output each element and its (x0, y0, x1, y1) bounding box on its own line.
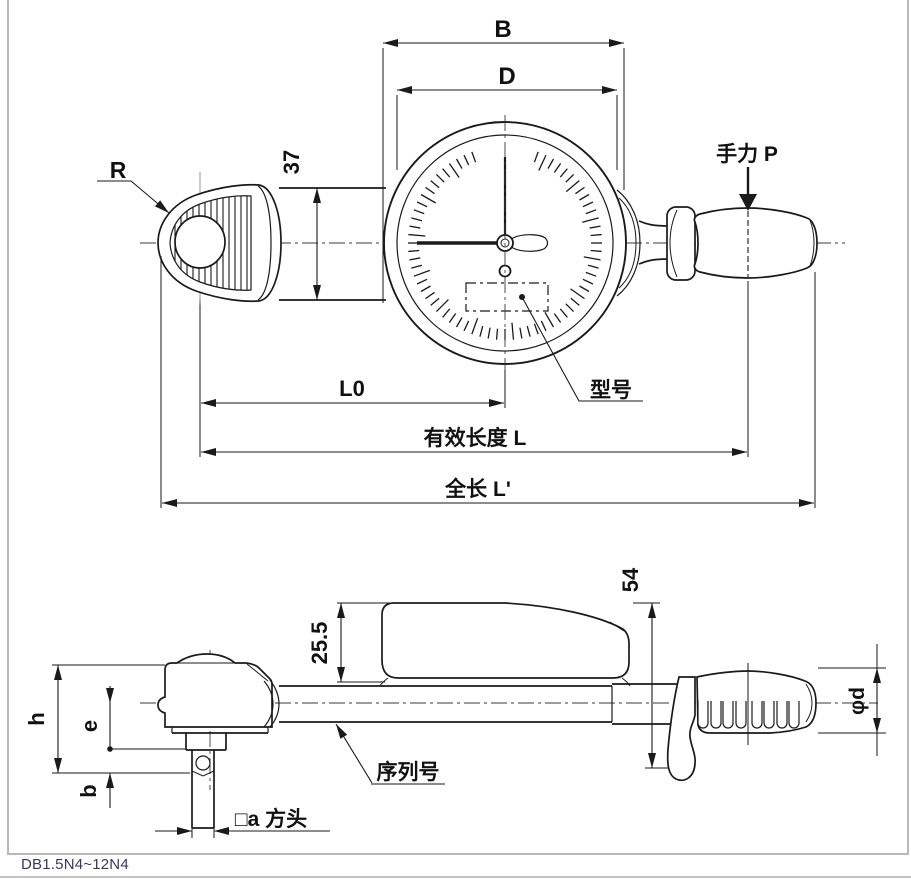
page-border-left (7, 0, 9, 854)
dim-54-label: 54 (618, 567, 643, 592)
model-callout: 型号 (519, 294, 643, 402)
dial (383, 115, 627, 370)
dim-B-label: B (494, 16, 511, 43)
dim-D-label: D (498, 63, 515, 90)
top-view: R 37 型号 (97, 16, 845, 508)
dim-effective-length: 有效长度 L (201, 426, 747, 456)
technical-drawing: R 37 型号 (24, 16, 886, 838)
shaft (279, 683, 678, 725)
model-plate-area (465, 282, 549, 312)
serial-label: 序列号 (377, 760, 440, 784)
handle-grip (693, 207, 818, 279)
handle-collar (666, 206, 696, 281)
side-view: h e b □a 方头 (24, 567, 886, 838)
dim-e-label: e (77, 720, 102, 732)
dim-54: 54 (618, 567, 676, 769)
dim-overall-length: 全长 L' (162, 477, 814, 507)
dim-h: h (24, 664, 190, 774)
dim-b-label: b (76, 784, 101, 797)
drive-pin-hole (195, 755, 211, 771)
dim-L0: L0 (201, 376, 504, 407)
handle-top-view (638, 206, 818, 281)
hand-force-callout: 手力 P (716, 143, 778, 211)
ratchet-head (157, 183, 282, 303)
dim-phi-d-label: φd (846, 687, 869, 715)
radius-callout: R (97, 157, 170, 214)
grip-grooves (697, 701, 800, 729)
dim-e: e (77, 686, 186, 752)
dim-25-5-label: 25.5 (307, 622, 332, 665)
length-dimensions: L0 有效长度 L 全长 L' (160, 256, 816, 508)
dim-L0-label: L0 (339, 376, 365, 401)
head-side-view (157, 653, 280, 829)
dim-B: B (382, 16, 625, 303)
model-label: 型号 (590, 379, 632, 402)
dim-b: b (76, 773, 114, 808)
footer-separator (0, 876, 911, 878)
bezel-bump (616, 189, 641, 297)
serial-callout: 序列号 (335, 723, 445, 785)
dim-25-5: 25.5 (307, 602, 390, 683)
body-tube (279, 187, 386, 301)
page-border-right (907, 0, 909, 854)
radius-label: R (110, 157, 127, 183)
page-border-bottom (7, 853, 909, 855)
dim-h-label: h (24, 712, 49, 725)
hand-force-arrow (739, 194, 757, 211)
dial-housing (379, 602, 631, 687)
dim-37-label: 37 (279, 150, 304, 174)
ratchet-boss (174, 215, 226, 269)
pointer-knob (510, 234, 549, 252)
dim-D: D (396, 63, 618, 170)
dial-tick-marks (408, 151, 602, 340)
hand-force-label: 手力 P (716, 143, 778, 166)
handle-side-view (696, 663, 817, 745)
dim-phi-d: φd (818, 644, 886, 756)
overall-length-label: 全长 L' (444, 477, 511, 501)
square-drive (185, 733, 227, 829)
square-drive-label: □a 方头 (235, 807, 307, 831)
dim-square-drive: □a 方头 (155, 807, 330, 838)
model-range-text: DB1.5N4~12N4 (21, 856, 129, 873)
dim-37: 37 (279, 150, 321, 300)
hook-lever (666, 676, 696, 782)
effective-length-label: 有效长度 L (424, 426, 527, 450)
